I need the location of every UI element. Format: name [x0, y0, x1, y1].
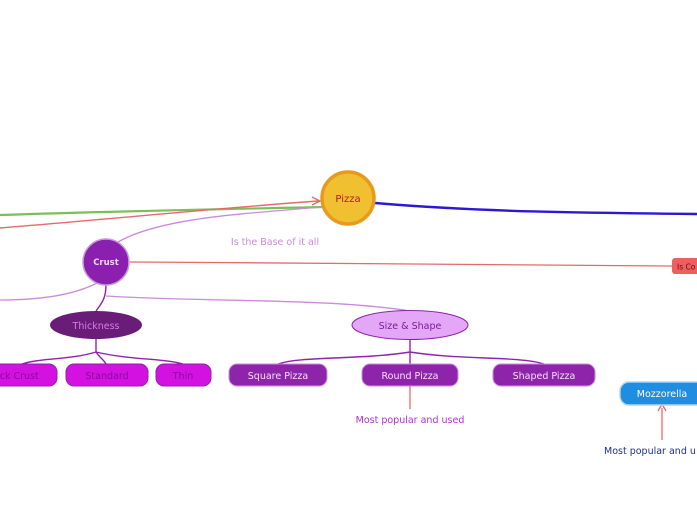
link-blue: [374, 201, 697, 216]
node-pizza[interactable]: Pizza: [320, 170, 376, 226]
node-thickness[interactable]: Thickness: [50, 311, 142, 339]
node-crust-label: Crust: [93, 258, 119, 268]
node-size-shape-label: Size & Shape: [379, 321, 442, 332]
crust-note: Is the Base of it all: [231, 237, 319, 248]
link-root-crust: [117, 206, 323, 243]
node-cheese-tag[interactable]: Is Co: [672, 258, 697, 274]
link-thickness-children: [21, 339, 184, 365]
node-thickness-label: Thickness: [72, 321, 120, 332]
node-square-pizza[interactable]: Square Pizza: [228, 363, 328, 387]
link-size-children: [277, 339, 545, 365]
mozzarella-note: Most popular and u: [604, 446, 696, 457]
node-pizza-label: Pizza: [335, 194, 360, 205]
link-crust-size: [105, 295, 411, 312]
node-standard-label: Standard: [85, 371, 128, 382]
node-mozzarella-label: Mozzorella: [637, 389, 687, 400]
node-round-pizza-label: Round Pizza: [381, 371, 438, 382]
node-shaped-pizza[interactable]: Shaped Pizza: [492, 363, 596, 387]
node-round-pizza[interactable]: Round Pizza: [361, 363, 459, 387]
link-crust-thickness: [95, 284, 107, 312]
round-pizza-note: Most popular and used: [356, 415, 465, 426]
node-thin-label: Thin: [172, 371, 193, 382]
link-crust-left: [0, 282, 98, 301]
link-crust-tag: [129, 261, 673, 267]
link-green: [0, 205, 323, 217]
node-size-shape[interactable]: Size & Shape: [351, 310, 469, 340]
node-standard[interactable]: Standard: [65, 363, 149, 387]
link-red-arrowhead: [311, 196, 322, 206]
node-mozzarella[interactable]: Mozzorella: [619, 381, 697, 406]
node-cheese-tag-label: Is Co: [677, 263, 696, 272]
node-thin[interactable]: Thin: [155, 363, 212, 387]
node-shaped-pizza-label: Shaped Pizza: [513, 371, 576, 382]
node-crust[interactable]: Crust: [82, 238, 130, 286]
node-thick-crust-label: Thick Crust: [0, 371, 39, 382]
link-red-left: [0, 200, 319, 229]
node-thick-crust[interactable]: Thick Crust: [0, 363, 58, 387]
connector-lines: [0, 196, 697, 440]
node-square-pizza-label: Square Pizza: [248, 371, 308, 382]
